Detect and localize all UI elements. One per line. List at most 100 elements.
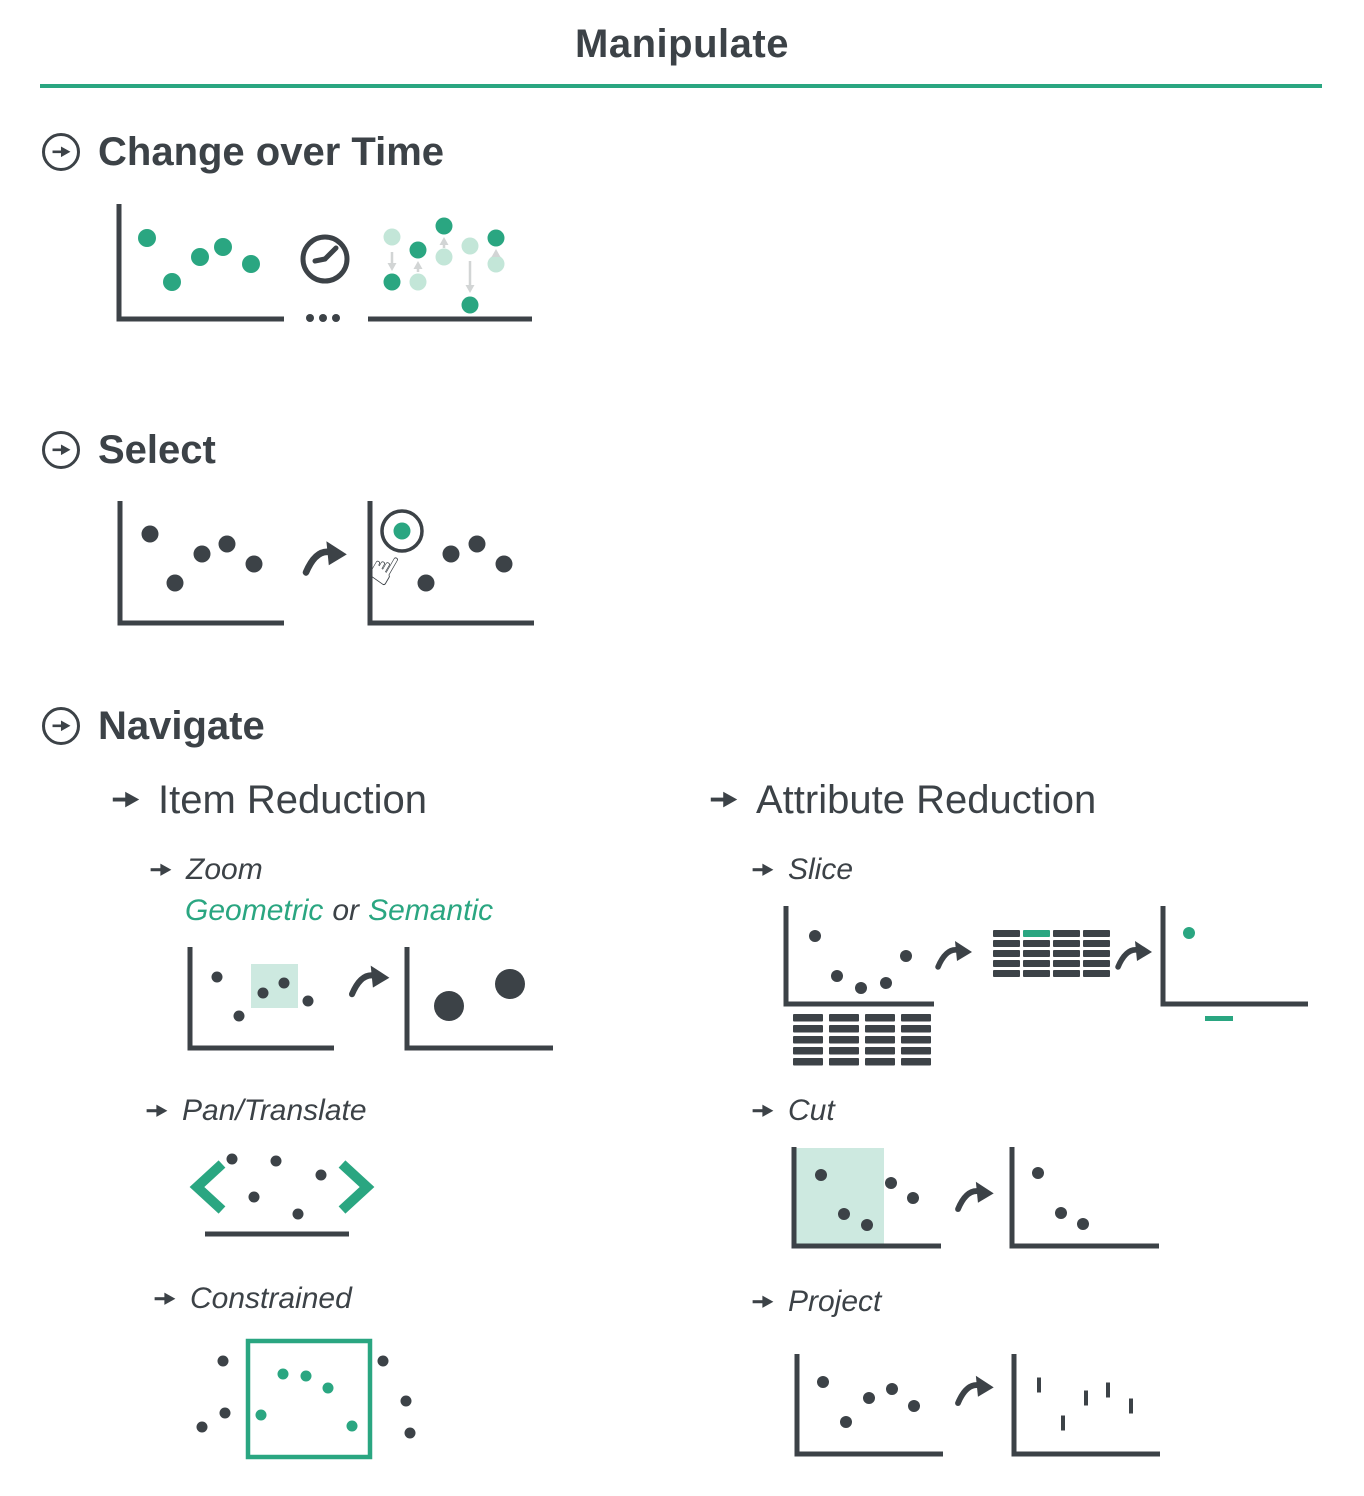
data-point: [461, 237, 479, 255]
movement-arrow-icon: [413, 261, 423, 269]
data-table: [1053, 950, 1080, 957]
data-point: [300, 1370, 312, 1382]
data-point: [404, 1427, 416, 1439]
data-table: [793, 1047, 823, 1055]
curved-arrow-icon: [1115, 941, 1152, 970]
method-label: Cut: [788, 1094, 835, 1127]
data-point: [908, 1400, 920, 1412]
data-table: [865, 1014, 895, 1022]
data-table: [901, 1058, 931, 1066]
data-point: [861, 1219, 873, 1231]
method-project: Project: [752, 1284, 881, 1320]
pan-chevron-icon: [189, 1160, 226, 1214]
axis: [187, 947, 334, 1051]
select-diagram: ☝: [117, 501, 534, 626]
curved-arrow-icon: [348, 965, 390, 998]
hand-pointer-icon: ☝: [360, 541, 407, 596]
data-point: [278, 977, 290, 989]
movement-arrow-icon: [491, 249, 501, 257]
arrow-icon: [146, 1104, 168, 1118]
data-point: [219, 1407, 231, 1419]
axis: [1009, 1147, 1159, 1249]
section-change-over-time: Change over Time: [42, 128, 444, 176]
data-table: [901, 1047, 931, 1055]
method-constrained: Constrained: [154, 1281, 352, 1317]
data-point: [840, 1416, 852, 1428]
column-attribute-reduction: Attribute Reduction: [710, 776, 1096, 824]
column-label: Item Reduction: [158, 777, 428, 822]
section-label: Select: [98, 427, 216, 472]
column-label: Attribute Reduction: [756, 777, 1097, 822]
data-table: [1053, 930, 1080, 937]
data-point: [409, 273, 427, 291]
curved-arrow-icon: [302, 541, 347, 576]
accent-rule: [40, 84, 1322, 88]
data-point: [141, 525, 159, 543]
data-table: [865, 1058, 895, 1066]
data-point: [163, 273, 181, 291]
clock-icon: [322, 245, 339, 262]
arrow-icon: [150, 863, 172, 877]
axis: [1160, 906, 1308, 1007]
data-point: [435, 248, 453, 266]
data-point: [886, 1383, 898, 1395]
data-point: [277, 1368, 289, 1380]
curved-arrow-icon: [935, 941, 972, 970]
data-point: [468, 535, 486, 553]
data-point: [1183, 927, 1195, 939]
data-table: [901, 1036, 931, 1044]
data-point: [809, 930, 821, 942]
data-table: [993, 960, 1020, 967]
slice-mark: [1205, 1016, 1233, 1021]
data-point: [495, 555, 513, 573]
data-table: [1053, 940, 1080, 947]
axis: [116, 204, 284, 322]
page-title: Manipulate: [575, 22, 789, 66]
data-point: [383, 228, 401, 246]
axis: [791, 1147, 941, 1249]
data-point: [409, 241, 427, 259]
data-table: [993, 970, 1020, 977]
zoom-diagram: [187, 947, 553, 1051]
data-point: [138, 229, 156, 247]
data-table: [829, 1058, 859, 1066]
data-point: [434, 991, 464, 1021]
method-label: Project: [788, 1285, 882, 1318]
method-label: Pan/Translate: [182, 1094, 367, 1127]
circled-arrow-icon: [42, 707, 80, 745]
data-point: [196, 1421, 208, 1433]
data-table: [1023, 970, 1050, 977]
data-point: [831, 970, 843, 982]
data-point: [855, 982, 867, 994]
data-table: [993, 940, 1020, 947]
method-label: Slice: [788, 853, 854, 886]
data-point: [435, 217, 453, 235]
data-table: [829, 1014, 859, 1022]
data-point: [880, 977, 892, 989]
circled-arrow-icon: [42, 133, 80, 171]
data-table: [1023, 940, 1050, 947]
axis: [1011, 1354, 1160, 1457]
project-diagram: [794, 1354, 1160, 1457]
movement-arrow-icon: [439, 237, 449, 245]
ellipsis-dots: [319, 314, 327, 322]
variant-geometric: Geometric: [185, 894, 324, 927]
section-select: Select: [42, 426, 216, 474]
circled-arrow-icon: [42, 431, 80, 469]
data-point: [292, 1208, 304, 1220]
data-point: [218, 535, 236, 553]
highlight-region: [251, 964, 298, 1008]
axis: [404, 947, 553, 1051]
data-table: [865, 1036, 895, 1044]
data-point: [900, 950, 912, 962]
projected-tick: [1061, 1415, 1065, 1431]
data-point: [461, 296, 479, 314]
data-table: [1083, 970, 1110, 977]
hand-pointer-icon: [380, 509, 424, 553]
data-point: [815, 1169, 827, 1181]
method-slice: Slice: [752, 852, 853, 888]
axis: [367, 501, 534, 626]
data-table: [901, 1025, 931, 1033]
arrow-icon: [112, 791, 140, 808]
data-table: [793, 1036, 823, 1044]
